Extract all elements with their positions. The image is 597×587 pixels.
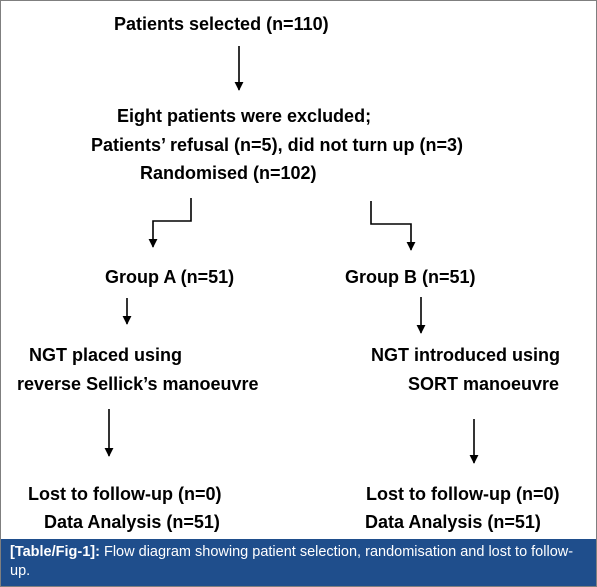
node-group-b-method-line1: NGT introduced using xyxy=(371,345,560,365)
caption-label: [Table/Fig-1]: xyxy=(10,544,100,560)
node-group-a-lost: Lost to follow-up (n=0) xyxy=(28,484,222,504)
arrow-randomised-to-group-a xyxy=(148,198,192,248)
caption-text: Flow diagram showing patient selection, … xyxy=(10,544,574,579)
node-group-b-method-line2: SORT manoeuvre xyxy=(408,374,560,394)
node-group-a: Group A (n=51) xyxy=(105,267,235,287)
node-excluded-heading: Eight patients were excluded; xyxy=(117,106,372,126)
node-group-a-method-line1: NGT placed using xyxy=(29,345,183,365)
arrow-randomised-to-group-b xyxy=(370,201,416,251)
node-randomised: Randomised (n=102) xyxy=(140,163,317,183)
node-group-b: Group B (n=51) xyxy=(345,267,476,287)
arrows-layer xyxy=(104,46,479,464)
node-group-a-analysis: Data Analysis (n=51) xyxy=(44,512,220,532)
node-group-b-analysis: Data Analysis (n=51) xyxy=(365,512,541,532)
figure-caption: [Table/Fig-1]: Flow diagram showing pati… xyxy=(1,539,596,586)
node-group-b-lost: Lost to follow-up (n=0) xyxy=(366,484,560,504)
node-patients-selected: Patients selected (n=110) xyxy=(114,14,329,34)
node-group-a-method-line2: reverse Sellick’s manoeuvre xyxy=(17,374,259,394)
node-excluded-reasons: Patients’ refusal (n=5), did not turn up… xyxy=(91,135,464,155)
